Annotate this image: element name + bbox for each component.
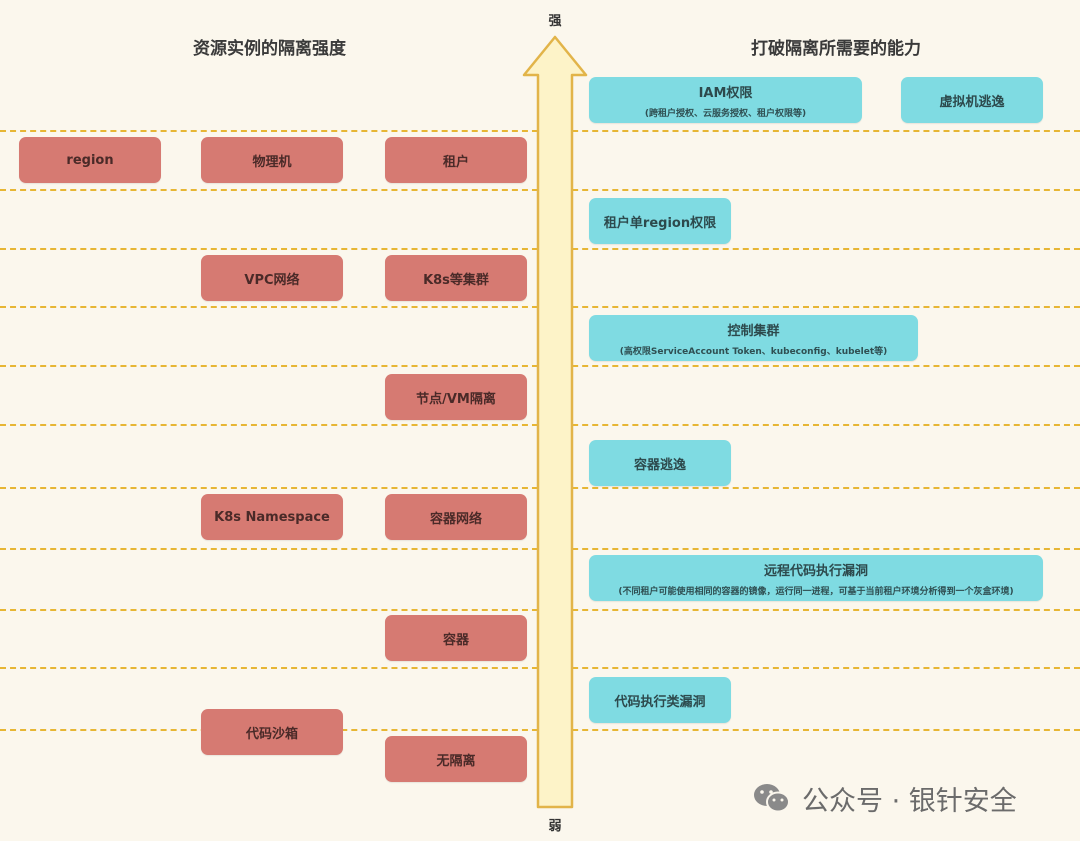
capability-code-exec-label: 代码执行类漏洞 bbox=[614, 694, 706, 710]
capability-rce-title: 远程代码执行漏洞 bbox=[763, 563, 868, 579]
capability-control-cluster: 控制集群 (高权限ServiceAccount Token、kubeconfig… bbox=[589, 315, 918, 361]
capability-control-cluster-sub: (高权限ServiceAccount Token、kubeconfig、kube… bbox=[619, 346, 888, 357]
capability-iam-title: IAM权限 bbox=[698, 85, 753, 101]
right-heading: 打破隔离所需要的能力 bbox=[751, 39, 921, 59]
capability-iam: IAM权限 (跨租户授权、云服务授权、租户权限等) bbox=[589, 77, 862, 123]
isolation-code-sandbox: 代码沙箱 bbox=[201, 709, 343, 755]
capability-container-escape: 容器逃逸 bbox=[589, 440, 731, 486]
isolation-node-vm: 节点/VM隔离 bbox=[385, 374, 527, 420]
strength-arrow bbox=[522, 35, 588, 809]
isolation-region: region bbox=[19, 137, 161, 183]
isolation-k8s-cluster: K8s等集群 bbox=[385, 255, 527, 301]
capability-rce: 远程代码执行漏洞 (不同租户可能使用相同的容器的镜像，运行同一进程，可基于当前租… bbox=[589, 555, 1043, 601]
isolation-physical-machine: 物理机 bbox=[201, 137, 343, 183]
capability-iam-sub: (跨租户授权、云服务授权、租户权限等) bbox=[644, 108, 807, 119]
axis-label-strong: 强 bbox=[548, 14, 562, 29]
watermark: 公众号 · 银针安全 bbox=[752, 780, 1017, 817]
isolation-tenant: 租户 bbox=[385, 137, 527, 183]
isolation-vpc-network: VPC网络 bbox=[201, 255, 343, 301]
capability-vm-escape: 虚拟机逃逸 bbox=[901, 77, 1043, 123]
capability-tenant-region: 租户单region权限 bbox=[589, 198, 731, 244]
watermark-text: 公众号 · 银针安全 bbox=[802, 785, 1017, 817]
capability-rce-sub: (不同租户可能使用相同的容器的镜像，运行同一进程，可基于当前租户环境分析得到一个… bbox=[618, 586, 1014, 597]
capability-control-cluster-title: 控制集群 bbox=[727, 323, 780, 339]
left-heading: 资源实例的隔离强度 bbox=[193, 39, 346, 59]
axis-label-weak: 弱 bbox=[548, 819, 562, 834]
capability-container-escape-label: 容器逃逸 bbox=[633, 457, 686, 473]
isolation-container: 容器 bbox=[385, 615, 527, 661]
isolation-none: 无隔离 bbox=[385, 736, 527, 782]
capability-vm-escape-label: 虚拟机逃逸 bbox=[939, 94, 1005, 110]
isolation-container-network: 容器网络 bbox=[385, 494, 527, 540]
wechat-icon bbox=[754, 784, 790, 813]
capability-tenant-region-label: 租户单region权限 bbox=[603, 215, 717, 231]
capability-code-exec: 代码执行类漏洞 bbox=[589, 677, 731, 723]
isolation-k8s-namespace: K8s Namespace bbox=[201, 494, 343, 540]
